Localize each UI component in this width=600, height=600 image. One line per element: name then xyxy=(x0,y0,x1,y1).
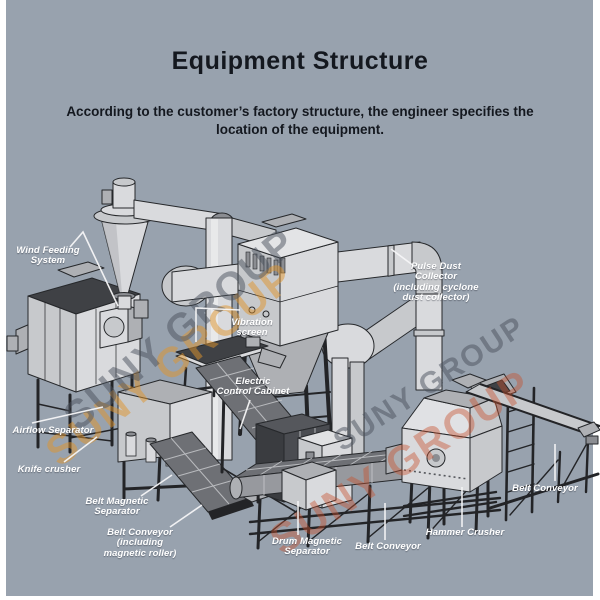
label-airflow-separator: Airflow Separator xyxy=(12,425,94,436)
label-hammer-crusher: Hammer Crusher xyxy=(425,527,505,538)
label-knife-crusher: Knife crusher xyxy=(17,464,81,475)
label-belt-conveyor-magnetic-roller: Belt Conveyor (including magnetic roller… xyxy=(103,527,177,559)
page-title: Equipment Structure xyxy=(171,47,429,75)
label-electric-control-cabinet: Electric Control Cabinet xyxy=(216,376,290,398)
label-belt-conveyor-right: Belt Conveyor xyxy=(512,483,578,494)
vibration-screen-graphic xyxy=(175,335,287,400)
label-vibration-screen: Vibration screen xyxy=(231,317,273,339)
label-wind-feeding-system: Wind Feeding System xyxy=(16,245,80,267)
label-belt-magnetic-separator: Belt Magnetic Separator xyxy=(85,496,149,518)
label-belt-conveyor-bottom: Belt Conveyor xyxy=(355,541,421,552)
leader-lines xyxy=(31,230,556,540)
label-drum-magnetic-separator: Drum Magnetic Separator xyxy=(272,536,342,558)
page-subtitle: According to the customer’s factory stru… xyxy=(66,104,534,137)
drum-magnetic-separator-graphic xyxy=(281,461,337,511)
right-belt-conveyor-graphic xyxy=(451,373,600,522)
pulse-dust-collector-graphic xyxy=(237,213,339,436)
label-pulse-dust-collector: Pulse Dust Collector (including cyclone … xyxy=(393,261,479,304)
